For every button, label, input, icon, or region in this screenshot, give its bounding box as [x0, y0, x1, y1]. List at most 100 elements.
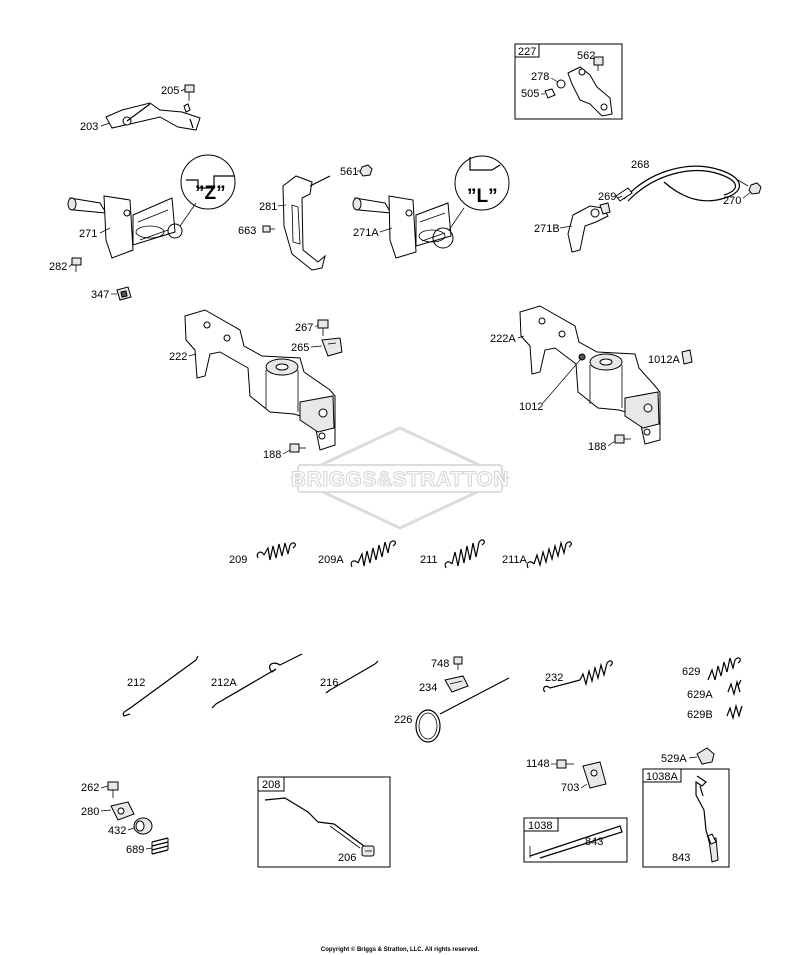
part-1148-screw [556, 759, 574, 769]
part-270-nut [748, 182, 762, 195]
callout-z: ”Z” [180, 154, 236, 210]
briggs-stratton-watermark: BRIGGS&STRATTON [289, 426, 511, 530]
label-205: 205 [161, 85, 179, 97]
label-211: 211 [420, 554, 438, 566]
part-432-bushing [133, 817, 153, 835]
part-347-clip [116, 286, 132, 301]
part-188a-bolt [289, 443, 306, 453]
label-629a: 629A [687, 689, 713, 701]
box-1038a: 1038A [642, 768, 730, 868]
part-188b-bolt [614, 434, 631, 444]
part-271b-lever [567, 202, 611, 253]
label-1012: 1012 [519, 401, 543, 413]
part-663-screw [262, 225, 275, 233]
label-689: 689 [126, 844, 144, 856]
label-703: 703 [561, 782, 579, 794]
label-280: 280 [81, 806, 99, 818]
label-281: 281 [259, 201, 277, 213]
label-1148: 1148 [526, 758, 550, 770]
box-1038a-label: 1038A [646, 771, 678, 783]
label-562: 562 [577, 50, 595, 62]
part-212a-link [211, 653, 303, 709]
copyright-notice: Copyright © Briggs & Stratton, LLC. All … [321, 946, 480, 953]
part-268-cable [615, 165, 749, 202]
label-222a: 222A [490, 333, 516, 345]
label-209: 209 [229, 554, 247, 566]
part-280-clamp [110, 801, 135, 821]
label-206: 206 [338, 852, 356, 864]
watermark-text: BRIGGS&STRATTON [291, 468, 509, 491]
box-227-label: 227 [518, 46, 536, 58]
part-271a-control-lever [352, 195, 452, 259]
callout-l: ”L” [454, 155, 510, 211]
label-432: 432 [108, 825, 126, 837]
label-216: 216 [320, 677, 338, 689]
callout-z-text: ”Z” [195, 183, 226, 204]
label-269: 269 [598, 191, 616, 203]
label-267: 267 [295, 322, 313, 334]
box-208-label: 208 [262, 779, 280, 791]
label-843a: 843 [585, 836, 603, 848]
label-629b: 629B [687, 709, 713, 721]
label-270: 270 [723, 195, 741, 207]
label-268: 268 [631, 159, 649, 171]
part-529a-knob [696, 747, 715, 765]
label-203: 203 [80, 121, 98, 133]
part-226-choke-link [415, 677, 510, 743]
label-188a: 188 [263, 449, 281, 461]
part-281-bracket [282, 175, 331, 271]
label-226: 226 [394, 714, 412, 726]
part-262-bolt [107, 781, 119, 798]
part-211a-spring [526, 540, 572, 569]
part-211-spring [444, 539, 485, 569]
label-262: 262 [81, 782, 99, 794]
label-212: 212 [127, 677, 145, 689]
callout-l-text: ”L” [467, 186, 498, 207]
label-629: 629 [682, 666, 700, 678]
l-detail-ring [432, 227, 454, 249]
part-222a-control-bracket [519, 305, 661, 445]
label-529a: 529A [661, 753, 687, 765]
part-561-nut [359, 164, 373, 177]
part-222-control-bracket [184, 309, 336, 451]
label-505: 505 [521, 88, 539, 100]
box-1038-label: 1038 [528, 820, 552, 832]
label-265: 265 [291, 342, 309, 354]
label-748: 748 [431, 658, 449, 670]
part-629a-spring [727, 679, 742, 697]
label-347: 347 [91, 289, 109, 301]
part-282-bolt [71, 257, 82, 272]
part-1012a-clip [681, 349, 693, 365]
label-234: 234 [419, 682, 437, 694]
label-561: 561 [340, 166, 358, 178]
box-1038: 1038 [523, 817, 628, 863]
part-267-bolt [317, 319, 329, 336]
box-208: 208 [257, 776, 391, 868]
part-209-spring [256, 542, 296, 561]
part-703-bracket [582, 761, 607, 789]
part-629b-spring [726, 703, 743, 721]
part-232-spring [542, 660, 613, 693]
label-271a: 271A [353, 227, 379, 239]
label-1012a: 1012A [648, 354, 680, 366]
label-271: 271 [79, 228, 97, 240]
label-843b: 843 [672, 852, 690, 864]
label-232: 232 [545, 672, 563, 684]
label-663: 663 [238, 225, 256, 237]
part-265-clamp [321, 337, 343, 357]
part-216-link [325, 660, 379, 694]
label-209a: 209A [318, 554, 344, 566]
label-212a: 212A [211, 677, 237, 689]
part-209a-spring [350, 540, 396, 568]
part-748-screw [453, 656, 463, 670]
z-detail-ring [167, 223, 183, 239]
label-188b: 188 [588, 441, 606, 453]
box-227: 227 562 278 505 [514, 43, 623, 120]
part-629-spring [707, 657, 741, 681]
label-278: 278 [531, 71, 549, 83]
part-203-bracket [105, 102, 201, 131]
label-282: 282 [49, 261, 67, 273]
label-211a: 211A [502, 554, 528, 566]
part-205-screw [184, 84, 195, 101]
